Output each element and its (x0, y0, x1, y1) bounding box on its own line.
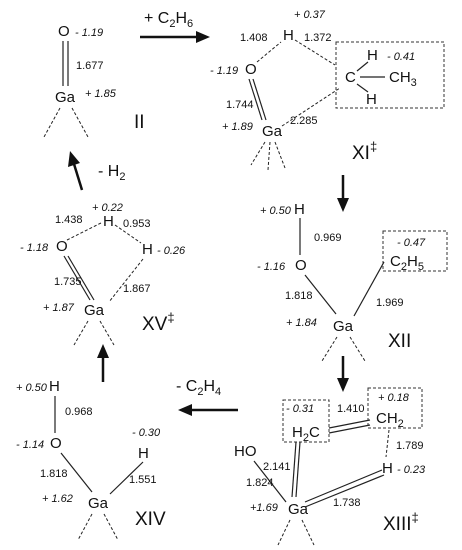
xiii-gallium: Ga (288, 501, 309, 518)
xi-label: XI‡ (352, 139, 377, 164)
xv-top-h-charge: + 0.22 (92, 202, 123, 214)
xii-ga-o-distance: 1.818 (285, 290, 313, 302)
xiii-ga-c-distance: 2.141 (263, 461, 291, 473)
xi-h-c-distance: 1.372 (304, 32, 332, 44)
xii-gallium: Ga (333, 318, 354, 335)
structure-xv: + 0.22 1.438 H 0.953 - 1.18 O H - 0.26 1… (20, 202, 186, 346)
xii-ethyl-charge: - 0.47 (397, 237, 426, 249)
arrow-remove-hydrogen: - H2 (68, 151, 125, 191)
xv-right-hydrogen: H (142, 241, 153, 258)
arrow-add-ethane: + C2H6 (140, 10, 210, 43)
xv-right-h-charge: - 0.26 (157, 245, 186, 257)
xii-ga-c-distance: 1.969 (376, 297, 404, 309)
xi-gallium: Ga (262, 123, 283, 140)
xiv-ga-h-distance: 1.551 (129, 474, 157, 486)
xiv-h-o-distance: 0.968 (65, 406, 93, 418)
xv-label: XV‡ (142, 310, 175, 335)
xv-ga-o-distance: 1.735 (54, 276, 82, 288)
xiii-h-charge: - 0.23 (397, 464, 426, 476)
xii-gallium-charge: + 1.84 (286, 317, 317, 329)
structure-xi: + 0.37 1.408 H 1.372 - 1.19 O H - 0.41 C… (210, 9, 445, 171)
xv-oxygen-charge: - 1.18 (20, 242, 49, 254)
svg-text:+ C2H6: + C2H6 (144, 10, 193, 30)
ii-gallium-charge: + 1.85 (85, 88, 117, 100)
arrow-remove-ethene: - C2H4 (176, 378, 238, 416)
xv-oxygen: O (56, 238, 68, 255)
xi-methyl-group: CH3 (389, 69, 417, 89)
xi-h-o-distance: 1.408 (240, 32, 268, 44)
xiii-ga-h-distance: 1.738 (333, 497, 361, 509)
structure-xiii: - 0.31 H2C 1.410 + 0.18 CH2 HO 2.141 1.7… (234, 387, 426, 546)
xi-ethane-box (335, 41, 445, 109)
ii-label: II (134, 112, 145, 133)
xiii-c-c-distance: 1.410 (337, 403, 365, 415)
xii-h-o-distance: 0.969 (314, 232, 342, 244)
xiii-gallium-charge: +1.69 (250, 502, 278, 514)
xii-oxygen: O (295, 257, 307, 274)
xv-ga-h-distance: 1.867 (123, 283, 151, 295)
xi-ga-o-distance: 1.744 (226, 99, 254, 111)
xi-oxygen-charge: - 1.19 (210, 65, 238, 77)
xii-ethyl-box (382, 230, 448, 272)
xiv-oxygen: O (50, 435, 62, 452)
xiii-h2c-charge: - 0.31 (286, 403, 314, 415)
xi-hydrogen: H (283, 27, 294, 44)
xiii-hydroxyl: HO (234, 443, 257, 460)
xiii-h2c-group: H2C (292, 424, 320, 444)
structure-ii: O - 1.19 1.677 Ga + 1.85 II (43, 23, 145, 138)
arrow-xi-to-xii (337, 175, 349, 212)
xi-gallium-charge: + 1.89 (222, 121, 253, 133)
xv-top-hydrogen: H (103, 213, 114, 230)
xi-methyl-h1: H (367, 47, 378, 64)
xiii-ch2-box (367, 387, 423, 429)
xii-hydrogen: H (294, 201, 305, 218)
xiv-ga-hydrogen: H (138, 445, 149, 462)
arrow-xii-to-xiii (337, 356, 349, 392)
xiii-hydrogen: H (382, 460, 393, 477)
structure-xii: + 0.50 H 0.969 - 0.47 C2H5 - 1.16 O 1.81… (257, 201, 448, 362)
xv-h-h-distance: 0.953 (123, 218, 151, 230)
xii-h-charge: + 0.50 (260, 205, 292, 217)
xi-h-charge: + 0.37 (294, 9, 326, 21)
ii-gallium: Ga (55, 89, 76, 106)
ii-ga-o-distance: 1.677 (76, 60, 104, 72)
xiv-gallium-charge: + 1.62 (42, 493, 73, 505)
xiv-ga-o-distance: 1.818 (40, 468, 68, 480)
xii-label: XII (388, 331, 411, 352)
xiv-ga-h-charge: - 0.30 (132, 427, 161, 439)
xi-ga-c-distance: 2.285 (290, 115, 318, 127)
xiii-h2c-box (282, 399, 330, 443)
xv-gallium: Ga (84, 302, 105, 319)
arrow-xiv-to-xv (97, 344, 109, 382)
xi-carbon: C (345, 69, 356, 86)
xiii-ch2-group: CH2 (376, 410, 404, 430)
xiii-ch2-charge: + 0.18 (378, 392, 410, 404)
xi-c-charge: - 0.41 (387, 51, 415, 63)
structure-xiv: + 0.50 H 0.968 - 0.30 - 1.14 O H 1.818 1… (16, 378, 166, 541)
xiv-gallium: Ga (88, 495, 109, 512)
svg-text:- C2H4: - C2H4 (176, 378, 221, 398)
xi-methyl-h2: H (366, 91, 377, 108)
ii-oxygen-charge: - 1.19 (75, 27, 103, 39)
svg-text:- H2: - H2 (98, 163, 125, 183)
xiv-label: XIV (135, 509, 166, 530)
xiii-c-h-distance: 1.789 (396, 440, 424, 452)
xiv-h-charge: + 0.50 (16, 382, 48, 394)
xv-gallium-charge: + 1.87 (43, 302, 75, 314)
xv-o-h-distance: 1.438 (55, 214, 83, 226)
xii-ethyl-group: C2H5 (390, 253, 424, 273)
xii-oxygen-charge: - 1.16 (257, 261, 286, 273)
xi-oxygen: O (245, 61, 257, 78)
xiii-ga-o-distance: 1.824 (246, 477, 274, 489)
xiii-label: XIII‡ (383, 510, 419, 535)
ii-oxygen: O (58, 23, 70, 40)
xiv-oxygen-charge: - 1.14 (16, 439, 44, 451)
xiv-top-hydrogen: H (49, 378, 60, 395)
